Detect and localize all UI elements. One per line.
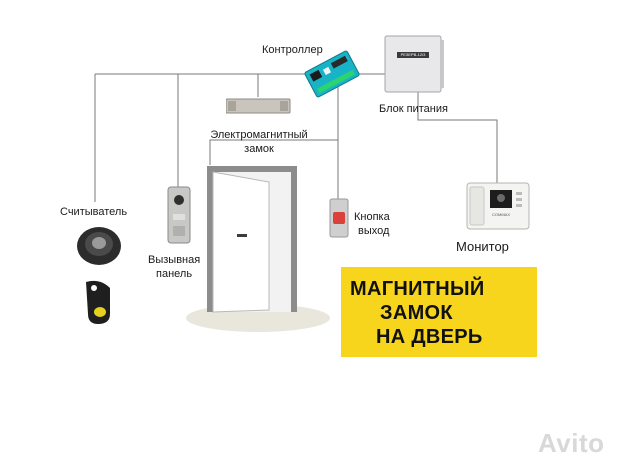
controller-label: Контроллер	[262, 44, 323, 56]
power-supply-device: РЕЗЕРВ-12/3	[383, 34, 445, 101]
maglock-label-line1: Электромагнитный	[210, 129, 308, 141]
exit-button-device	[329, 198, 349, 243]
video-monitor-icon	[466, 182, 530, 230]
title-banner: МАГНИТНЫЙ ЗАМОК НА ДВЕРЬ	[341, 267, 537, 357]
exit-button-label-line1: Кнопка	[354, 211, 390, 223]
power-supply-label: Блок питания	[379, 103, 448, 115]
banner-line-3: НА ДВЕРЬ	[376, 326, 483, 348]
call-panel-label-line2: панель	[156, 268, 193, 280]
wire-monitor	[417, 92, 498, 184]
wire-controller-door	[209, 74, 339, 165]
controller-board-icon	[304, 50, 360, 98]
exit-button-label-line2: выход	[358, 225, 390, 237]
reader-label: Считыватель	[60, 206, 128, 218]
exit-button-icon	[329, 198, 349, 238]
call-panel-icon	[167, 186, 191, 244]
reader-device	[75, 222, 123, 273]
avito-watermark: Avito	[538, 428, 605, 458]
door-device	[183, 160, 331, 337]
door-icon	[186, 166, 330, 332]
power-supply-caption: РЕЗЕРВ-12/3	[400, 52, 426, 57]
power-supply-icon	[384, 35, 444, 93]
maglock-label-line2: замок	[244, 143, 274, 155]
call-panel-device	[167, 186, 191, 251]
electromagnetic-lock-icon	[225, 98, 291, 114]
monitor-device: COMMAX	[466, 182, 530, 237]
proximity-reader-icon	[77, 227, 121, 265]
key-fob-device	[80, 278, 120, 331]
controller-device	[302, 48, 362, 105]
maglock-device	[225, 96, 292, 121]
banner-line-1: МАГНИТНЫЙ	[350, 278, 485, 300]
call-panel-label-line1: Вызывная	[148, 254, 201, 266]
key-fob-icon	[86, 280, 110, 324]
monitor-brand-text: COMMAX	[492, 212, 510, 217]
banner-line-2: ЗАМОК	[380, 302, 453, 324]
monitor-label: Монитор	[456, 239, 509, 254]
